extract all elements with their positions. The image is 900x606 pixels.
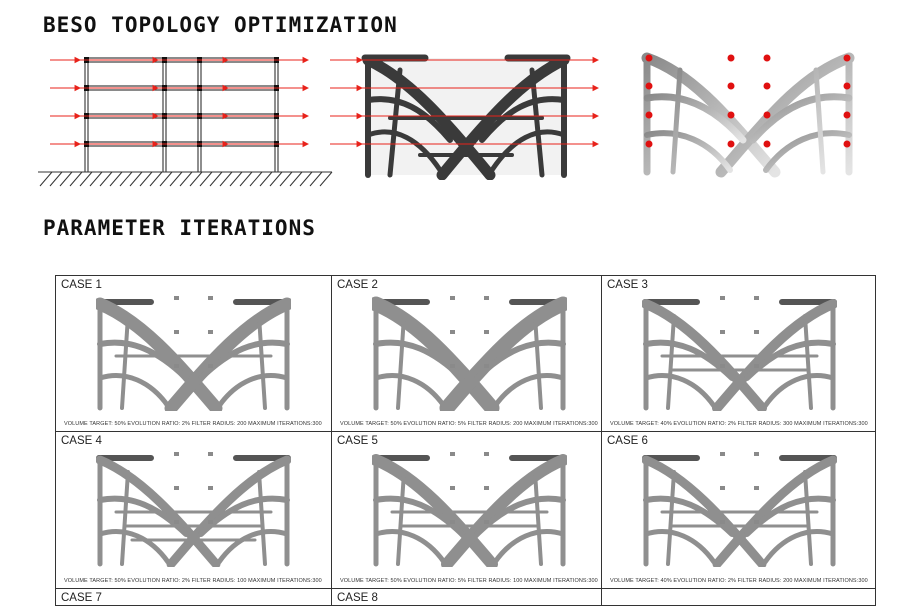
beso-heading: BESO TOPOLOGY OPTIMIZATION (43, 13, 398, 37)
case-4-cell: CASE 4 VOLUME TARGET: 50% EVOLUTION RATI… (56, 432, 332, 589)
topology-members (372, 296, 567, 411)
parameter-heading: PARAMETER ITERATIONS (43, 216, 316, 240)
case-grid: CASE 1 VOLUME TARGET: 50% EVOLUTION RATI… (55, 275, 876, 606)
case-label: CASE 7 (61, 592, 102, 604)
topology-members (96, 455, 291, 567)
topology-members (96, 297, 291, 411)
beso-result-diagram (330, 54, 600, 180)
topology-members (361, 54, 571, 180)
case-label: CASE 3 (607, 279, 648, 291)
support-points (645, 54, 851, 148)
case-2-topology (372, 296, 567, 411)
case-2-cell: CASE 2 VOLUME TARGET: 50% EVOLUTION RATI… (332, 276, 602, 432)
topology-members (642, 299, 837, 411)
case-1-cell: CASE 1 VOLUME TARGET: 50% EVOLUTION RATI… (56, 276, 332, 432)
case-parameters: VOLUME TARGET: 50% EVOLUTION RATIO: 2% F… (64, 578, 322, 584)
case-label: CASE 1 (61, 279, 102, 291)
smoothed-result-diagram (641, 52, 855, 178)
load-arrows (330, 56, 600, 148)
frame-load-diagram (38, 56, 333, 187)
case-5-topology (372, 452, 567, 567)
load-arrows (50, 56, 310, 148)
support-markers (720, 452, 759, 524)
case-1-topology (96, 296, 291, 411)
frame-structure (84, 57, 279, 172)
case-label: CASE 6 (607, 435, 648, 447)
case-3-cell: CASE 3 VOLUME TARGET: 40% EVOLUTION RATI… (602, 276, 876, 432)
case-parameters: VOLUME TARGET: 50% EVOLUTION RATIO: 5% F… (340, 578, 598, 584)
case-8-cell: CASE 8 (332, 589, 602, 606)
case-label: CASE 4 (61, 435, 102, 447)
case-7-cell: CASE 7 (56, 589, 332, 606)
support-markers (174, 296, 213, 368)
case-parameters: VOLUME TARGET: 40% EVOLUTION RATIO: 2% F… (610, 578, 868, 584)
case-9-cell (602, 589, 876, 606)
case-6-topology (642, 452, 837, 567)
smoothed-members (641, 52, 855, 178)
case-label: CASE 5 (337, 435, 378, 447)
case-3-topology (642, 296, 837, 411)
support-markers (720, 296, 759, 368)
topology-members (642, 455, 837, 567)
topology-members (372, 454, 567, 567)
support-markers (450, 452, 489, 524)
case-parameters: VOLUME TARGET: 40% EVOLUTION RATIO: 2% F… (610, 421, 868, 427)
case-6-cell: CASE 6 VOLUME TARGET: 40% EVOLUTION RATI… (602, 432, 876, 589)
case-label: CASE 2 (337, 279, 378, 291)
case-parameters: VOLUME TARGET: 50% EVOLUTION RATIO: 5% F… (340, 421, 598, 427)
case-parameters: VOLUME TARGET: 50% EVOLUTION RATIO: 2% F… (64, 421, 322, 427)
support-markers (450, 296, 489, 368)
case-5-cell: CASE 5 VOLUME TARGET: 50% EVOLUTION RATI… (332, 432, 602, 589)
ground-hatch (38, 171, 333, 187)
case-4-topology (96, 452, 291, 567)
frame-joints (84, 57, 279, 147)
case-label: CASE 8 (337, 592, 378, 604)
support-markers (174, 452, 213, 524)
